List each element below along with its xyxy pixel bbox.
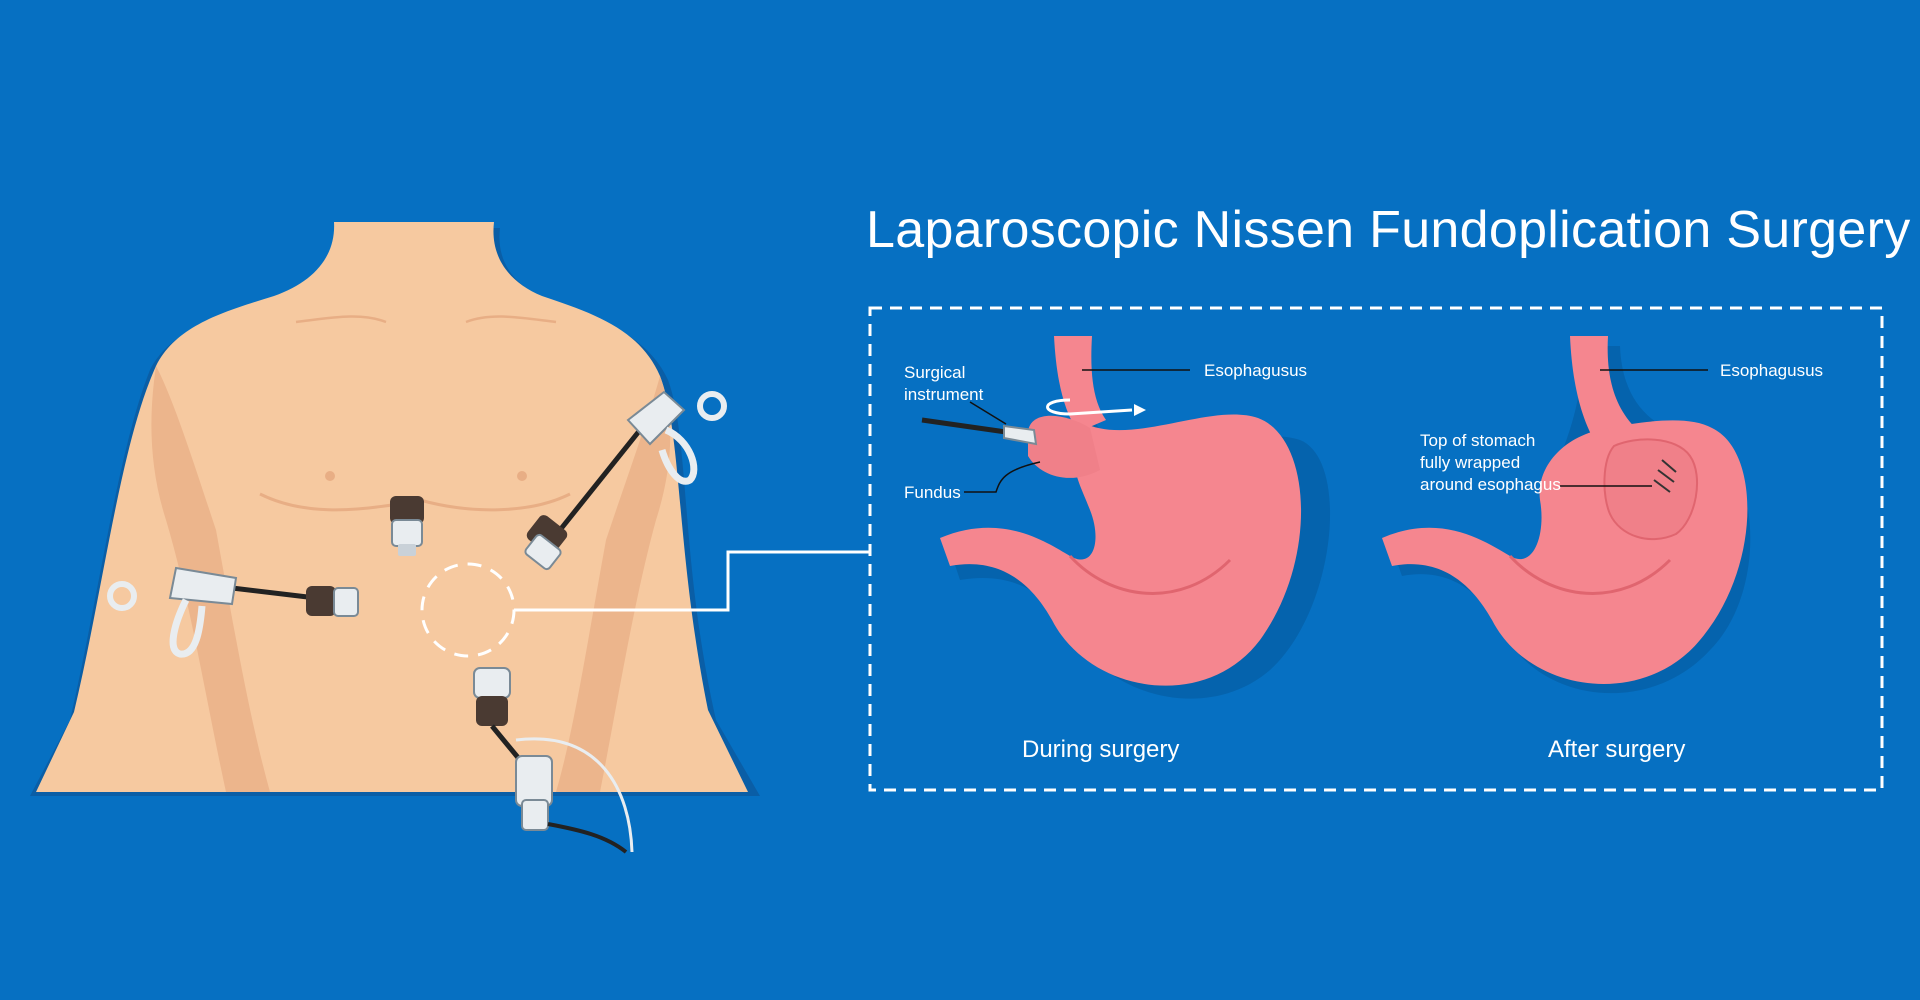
label-fundus: Fundus bbox=[904, 483, 961, 502]
label-surgical-instrument: Surgical instrument bbox=[904, 363, 984, 404]
collarbone-left bbox=[295, 315, 387, 324]
diagram-title: Laparoscopic Nissen Fundoplication Surge… bbox=[866, 201, 1911, 259]
torso-arm-shade-right bbox=[556, 376, 671, 792]
camera-scope bbox=[473, 667, 634, 854]
stomach-after-surgery bbox=[1382, 336, 1751, 694]
laparoscopic-port-center bbox=[390, 496, 424, 556]
caption-during-surgery: During surgery bbox=[1022, 736, 1180, 763]
stomach bbox=[940, 414, 1302, 686]
esophagus-after bbox=[1570, 336, 1640, 450]
suture-marks bbox=[1653, 459, 1677, 493]
collarbone-right bbox=[465, 315, 557, 324]
label-esophagus-after: Esophagusus bbox=[1720, 361, 1824, 380]
label-wrap: Top of stomach fully wrapped around esop… bbox=[1420, 431, 1561, 494]
caption-after-surgery: After surgery bbox=[1548, 736, 1686, 763]
stomach-during-surgery bbox=[921, 336, 1331, 699]
wrapped-fundus bbox=[1603, 438, 1698, 541]
laparoscopic-port-left bbox=[306, 586, 359, 617]
fundus bbox=[1028, 415, 1100, 478]
leader-instrument bbox=[969, 401, 1007, 425]
grasper-instrument-left bbox=[107, 566, 359, 658]
detail-frame bbox=[868, 306, 1884, 792]
laparoscopic-port-right bbox=[524, 515, 568, 571]
label-esophagus-during: Esophagusus bbox=[1204, 361, 1308, 380]
stomach-inner-curve bbox=[1068, 554, 1232, 595]
nipple-right bbox=[517, 471, 527, 481]
surgical-instrument-tip bbox=[1003, 424, 1038, 446]
rotation-arrow-icon bbox=[1046, 398, 1146, 416]
stomach-inner-curve-after bbox=[1508, 554, 1672, 595]
esophagus bbox=[1054, 336, 1106, 432]
surgical-instrument-shaft bbox=[921, 417, 1007, 435]
zoom-connector-line bbox=[514, 550, 870, 612]
grasper-instrument-right bbox=[524, 390, 727, 571]
leader-fundus bbox=[964, 461, 1041, 493]
nipple-left bbox=[325, 471, 335, 481]
